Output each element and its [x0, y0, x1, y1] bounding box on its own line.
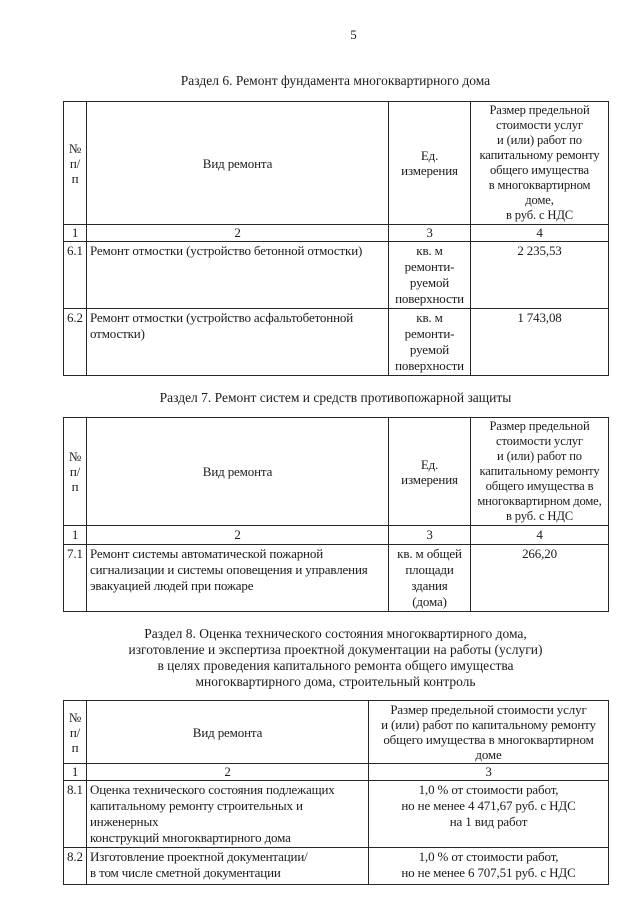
header-cell-type: Вид ремонта	[86, 700, 369, 764]
table-header-row: № п/п Вид ремонта Ед. измерения Размер п…	[63, 417, 609, 526]
cell-cost: 2 235,53	[470, 241, 609, 309]
section-6-title: Раздел 6. Ремонт фундамента многоквартир…	[180, 73, 491, 88]
header-cell-type: Вид ремонта	[86, 101, 389, 225]
column-number-cell: 4	[470, 525, 609, 545]
section-8-title: Раздел 8. Оценка технического состояния …	[128, 626, 543, 689]
table-row: 8.1 Оценка технического состояния подлеж…	[63, 780, 609, 848]
table-row: 6.2 Ремонт отмостки (устройство асфальто…	[63, 308, 609, 376]
header-cell-num: № п/п	[63, 700, 87, 764]
cell-row-num: 8.2	[63, 847, 87, 885]
cell-repair-type: Ремонт отмостки (устройство асфальтобето…	[86, 308, 389, 376]
table-row: 7.1 Ремонт системы автоматической пожарн…	[63, 544, 609, 612]
cell-row-num: 6.1	[63, 241, 87, 309]
header-cell-unit: Ед. измерения	[388, 417, 471, 526]
cell-repair-type: Оценка технического состояния подлежащих…	[86, 780, 369, 848]
header-cell-type: Вид ремонта	[86, 417, 389, 526]
column-number-cell: 1	[63, 224, 87, 242]
cell-repair-type: Ремонт системы автоматической пожарной с…	[86, 544, 389, 612]
cell-row-num: 7.1	[63, 544, 87, 612]
table-row: 6.1 Ремонт отмостки (устройство бетонной…	[63, 241, 609, 309]
cell-unit: кв. м ремонти- руемой поверхности	[388, 241, 471, 309]
column-number-cell: 2	[86, 763, 369, 781]
cell-repair-type: Ремонт отмостки (устройство бетонной отм…	[86, 241, 389, 309]
column-number-row: 1 2 3 4	[63, 224, 609, 242]
header-cell-num: № п/п	[63, 101, 87, 225]
header-cell-cost: Размер предельной стоимости услуг и (или…	[368, 700, 609, 764]
header-cell-cost: Размер предельной стоимости услуг и (или…	[470, 101, 609, 225]
cell-cost: 1 743,08	[470, 308, 609, 376]
column-number-cell: 2	[86, 525, 389, 545]
table-header-row: № п/п Вид ремонта Ед. измерения Размер п…	[63, 101, 609, 225]
cell-cost: 1,0 % от стоимости работ, но не менее 4 …	[368, 780, 609, 848]
cell-unit: кв. м общей площади здания (дома)	[388, 544, 471, 612]
cell-cost: 266,20	[470, 544, 609, 612]
column-number-cell: 3	[368, 763, 609, 781]
header-cell-unit: Ед. измерения	[388, 101, 471, 225]
cell-repair-type: Изготовление проектной документации/ в т…	[86, 847, 369, 885]
table-row: 8.2 Изготовление проектной документации/…	[63, 847, 609, 885]
column-number-row: 1 2 3 4	[63, 525, 609, 545]
cell-row-num: 8.1	[63, 780, 87, 848]
column-number-cell: 3	[388, 224, 471, 242]
cell-unit: кв. м ремонти- руемой поверхности	[388, 308, 471, 376]
section-6-table: № п/п Вид ремонта Ед. измерения Размер п…	[63, 101, 609, 376]
section-8-table: № п/п Вид ремонта Размер предельной стои…	[63, 700, 609, 885]
column-number-cell: 1	[63, 763, 87, 781]
header-cell-cost: Размер предельной стоимости услуг и (или…	[470, 417, 609, 526]
table-header-row: № п/п Вид ремонта Размер предельной стои…	[63, 700, 609, 764]
column-number-cell: 4	[470, 224, 609, 242]
column-number-row: 1 2 3	[63, 763, 609, 781]
cell-cost: 1,0 % от стоимости работ, но не менее 6 …	[368, 847, 609, 885]
cell-row-num: 6.2	[63, 308, 87, 376]
header-cell-num: № п/п	[63, 417, 87, 526]
section-7-title: Раздел 7. Ремонт систем и средств против…	[159, 390, 512, 405]
column-number-cell: 1	[63, 525, 87, 545]
page-content: 5 Раздел 6. Ремонт фундамента многокварт…	[63, 0, 609, 885]
page-number: 5	[350, 27, 357, 42]
section-7-table: № п/п Вид ремонта Ед. измерения Размер п…	[63, 417, 609, 612]
column-number-cell: 2	[86, 224, 389, 242]
column-number-cell: 3	[388, 525, 471, 545]
